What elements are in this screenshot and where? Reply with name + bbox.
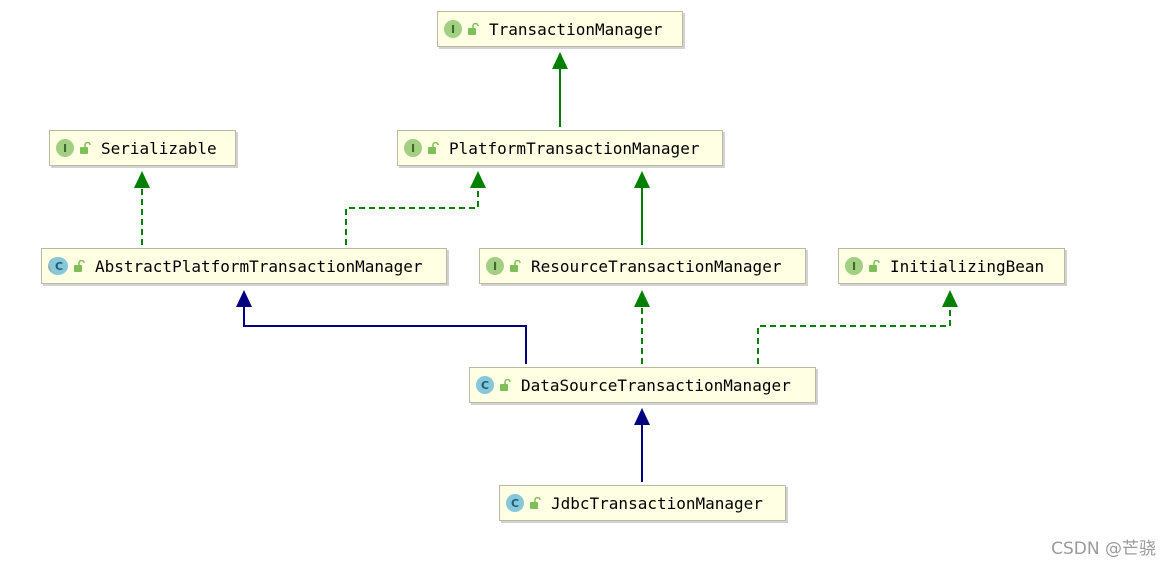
unlocked-icon <box>530 497 541 509</box>
edge-resource-to-platform <box>634 171 650 245</box>
node-label: TransactionManager <box>489 19 663 39</box>
edge-platform-to-transaction-manager <box>552 52 568 127</box>
class-icon: C <box>506 494 524 512</box>
interface-icon: I <box>444 20 462 38</box>
edge-datasource-to-resource <box>634 290 650 364</box>
unlocked-icon <box>500 379 511 391</box>
node-label: DataSourceTransactionManager <box>521 375 791 395</box>
node-label: PlatformTransactionManager <box>449 138 700 158</box>
node-label: InitializingBean <box>890 256 1045 276</box>
unlocked-icon <box>869 260 880 272</box>
class-icon: C <box>476 376 494 394</box>
unlocked-icon <box>80 142 91 154</box>
node-jdbc-transaction-manager[interactable]: C JdbcTransactionManager <box>499 485 786 521</box>
interface-icon: I <box>486 257 504 275</box>
edge-abstract-to-serializable <box>134 171 150 245</box>
abstract-class-icon: C <box>48 257 68 275</box>
unlocked-icon <box>510 260 521 272</box>
unlocked-icon <box>468 23 479 35</box>
watermark: CSDN @芒骁 <box>1051 539 1156 559</box>
unlocked-icon <box>428 142 439 154</box>
interface-icon: I <box>845 257 863 275</box>
node-label: JdbcTransactionManager <box>551 493 763 513</box>
interface-icon: I <box>56 139 74 157</box>
node-data-source-transaction-manager[interactable]: C DataSourceTransactionManager <box>469 367 816 403</box>
node-label: ResourceTransactionManager <box>531 256 782 276</box>
node-label: AbstractPlatformTransactionManager <box>95 256 423 276</box>
edge-abstract-to-platform <box>345 171 486 245</box>
node-resource-transaction-manager[interactable]: I ResourceTransactionManager <box>479 248 806 284</box>
edge-datasource-to-abstract <box>236 290 527 364</box>
node-abstract-platform-transaction-manager[interactable]: C AbstractPlatformTransactionManager <box>41 248 447 284</box>
node-label: Serializable <box>101 138 217 158</box>
unlocked-icon <box>74 260 85 272</box>
edge-datasource-to-initializing <box>757 290 958 364</box>
node-initializing-bean[interactable]: I InitializingBean <box>838 248 1065 284</box>
interface-icon: I <box>404 139 422 157</box>
node-platform-transaction-manager[interactable]: I PlatformTransactionManager <box>397 130 723 166</box>
node-transaction-manager[interactable]: I TransactionManager <box>437 11 683 47</box>
node-serializable[interactable]: I Serializable <box>49 130 236 166</box>
edge-jdbc-to-datasource <box>634 408 650 482</box>
